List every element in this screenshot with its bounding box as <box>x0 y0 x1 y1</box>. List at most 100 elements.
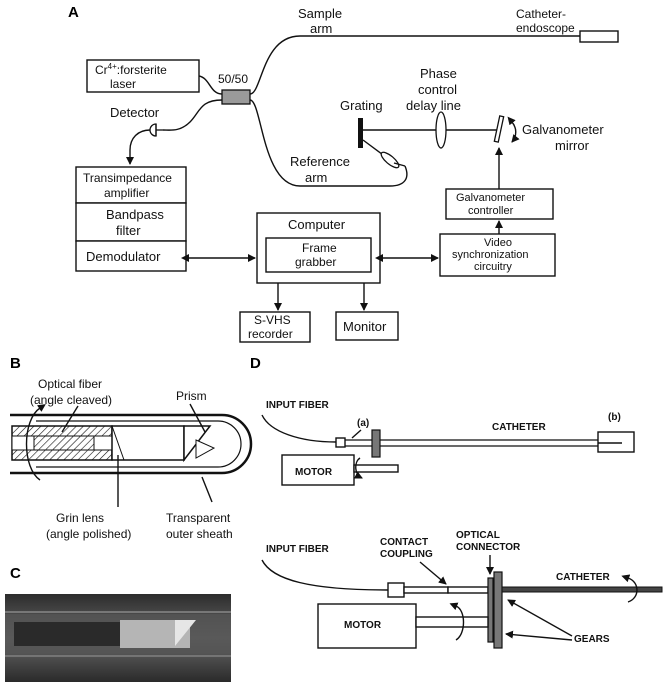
frame-grabber-label-2: grabber <box>295 255 336 269</box>
coupler-label: 50/50 <box>218 72 248 86</box>
motor-bottom-shaft <box>415 616 489 628</box>
video-sync-label-2: synchronization <box>452 249 528 261</box>
motor-bottom-rotation <box>449 602 465 641</box>
mirror-rotation-arrow <box>507 116 520 143</box>
optical-connector-label-2: CONNECTOR <box>456 542 521 553</box>
input-fiber-top-label: INPUT FIBER <box>266 400 330 411</box>
label-b: (b) <box>608 412 621 423</box>
video-sync-label-3: circuitry <box>474 261 512 273</box>
motor-bottom-box <box>317 603 417 649</box>
input-fiber-top <box>261 414 337 443</box>
catheter-bottom-label: CATHETER <box>556 572 610 583</box>
galvo-mirror-label: Galvanometer <box>522 122 604 137</box>
catheter-top-label: CATHETER <box>492 422 546 433</box>
phase-label-1: Phase <box>420 66 457 81</box>
prism-leader <box>189 403 206 433</box>
fiber-label: Optical fiber <box>38 377 102 391</box>
collimator-lens <box>380 151 400 169</box>
label-a-leader <box>351 429 362 439</box>
grating-element <box>358 118 363 148</box>
motor-top-shaft <box>353 464 399 473</box>
gear-bottom-1 <box>487 577 494 643</box>
delay-lens <box>435 111 447 149</box>
bandpass-label: Bandpass <box>106 207 164 222</box>
sample-arm-fiber <box>249 35 580 95</box>
fiber-label-2: (angle cleaved) <box>30 393 112 407</box>
gear-bottom-2 <box>493 571 503 649</box>
input-fiber-bottom <box>261 559 389 591</box>
prism-label: Prism <box>176 389 207 403</box>
fiber-leader <box>61 405 79 433</box>
contact-coupling-leader <box>419 561 447 585</box>
galvo-controller-box <box>445 188 554 220</box>
monitor-label: Monitor <box>343 319 387 334</box>
reference-arm-label: Reference <box>290 154 350 169</box>
detector-arrow <box>126 129 151 165</box>
panel-label-c: C <box>10 565 21 582</box>
motor-top-label: MOTOR <box>295 467 333 478</box>
gears-leader-1 <box>507 599 573 637</box>
panel-label-a: A <box>68 4 79 21</box>
sheath-leader <box>201 476 213 503</box>
detector-label: Detector <box>110 105 160 120</box>
gears-label: GEARS <box>574 634 610 645</box>
input-fiber-bottom-label: INPUT FIBER <box>266 544 330 555</box>
motor-top-rotation <box>353 457 363 479</box>
reference-arm-fiber <box>249 99 408 187</box>
probe-photo <box>5 594 231 682</box>
galvanometer-mirror <box>493 115 505 143</box>
catheter-endoscope-label-2: endoscope <box>516 21 575 35</box>
sheath-label-2: outer sheath <box>166 527 233 541</box>
demodulator-label: Demodulator <box>86 249 161 264</box>
catheter-endoscope-box <box>579 30 619 43</box>
svhs-label: S-VHS <box>254 313 291 327</box>
collimator-beam <box>393 162 406 167</box>
contact-coupling-label: CONTACT <box>380 537 428 548</box>
motor-bottom-label: MOTOR <box>344 620 382 631</box>
detector-icon <box>149 123 163 137</box>
phase-label-3: delay line <box>406 98 461 113</box>
coupler-box <box>221 89 251 105</box>
panel-label-b: B <box>10 355 21 372</box>
frame-grabber-label: Frame <box>302 241 337 255</box>
transimpedance-label-2: amplifier <box>104 186 149 200</box>
connector-a-top <box>335 437 346 448</box>
sheath-label: Transparent <box>166 511 231 525</box>
sample-arm-label: Sample <box>298 6 342 21</box>
detector-fiber <box>162 99 223 131</box>
laser-box: Cr4+:forsterite laser <box>86 59 200 93</box>
galvo-mirror-label-2: mirror <box>555 138 590 153</box>
bandpass-label-2: filter <box>116 223 141 238</box>
frame-grabber-box <box>265 237 372 273</box>
sample-arm-label-2: arm <box>310 21 332 36</box>
video-sync-label: Video <box>484 237 512 249</box>
grin-label: Grin lens <box>56 511 104 525</box>
probe-drawing <box>10 413 253 475</box>
label-a: (a) <box>357 418 369 429</box>
catheter-bottom <box>501 586 663 593</box>
coupling-segment-1 <box>403 586 449 594</box>
phase-label-2: control <box>418 82 457 97</box>
coupling-segment-2 <box>447 586 489 594</box>
catheter-tip-box <box>597 431 635 453</box>
reference-arm-label-2: arm <box>305 170 327 185</box>
fiber-connector-bottom <box>387 582 405 598</box>
computer-label: Computer <box>288 217 346 232</box>
rotation-arrow <box>25 404 46 481</box>
panel-label-d: D <box>250 355 261 372</box>
video-sync-box <box>439 233 556 277</box>
optical-connector-label: OPTICAL <box>456 530 500 541</box>
gears-leader-2 <box>505 630 573 641</box>
monitor-box <box>335 311 399 341</box>
grin-label-2: (angle polished) <box>46 527 131 541</box>
catheter-endoscope-label: Catheter- <box>516 7 566 21</box>
galvo-controller-label-2: controller <box>468 205 514 217</box>
svhs-label-2: recorder <box>248 327 293 341</box>
grating-label: Grating <box>340 98 383 113</box>
svhs-box <box>239 311 311 343</box>
catheter-rotation-arrow <box>621 574 638 603</box>
transimpedance-label: Transimpedance <box>83 171 172 185</box>
laser-label-2: laser <box>110 77 136 91</box>
signal-chain-stack <box>75 166 187 272</box>
gear-top <box>371 429 381 458</box>
